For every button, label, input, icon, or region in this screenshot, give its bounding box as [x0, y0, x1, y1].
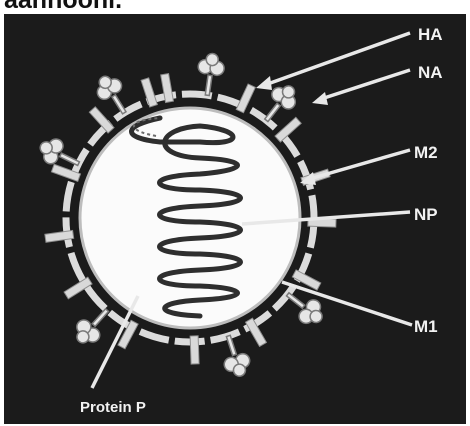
label-na: NA — [418, 63, 443, 82]
label-ha: HA — [418, 25, 443, 44]
label-m2: M2 — [414, 143, 438, 162]
ha-spike — [190, 336, 199, 364]
label-np: NP — [414, 205, 438, 224]
label-protein-p: Protein P — [80, 399, 146, 416]
label-m1: M1 — [414, 317, 438, 336]
